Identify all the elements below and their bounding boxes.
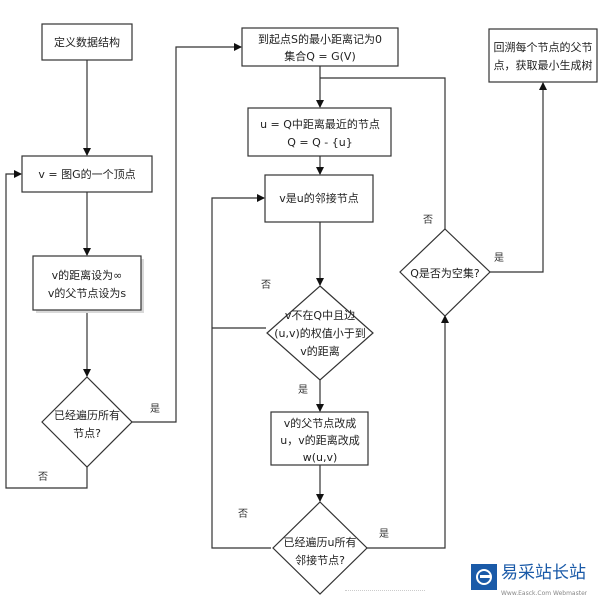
node-text: v = 图G的一个顶点 [38, 167, 135, 181]
node-all-neighbors: 已经遍历u所有 邻接节点? [272, 501, 368, 595]
node-relax-update: v的父节点改成 u，v的距离改成 w(u,v) [270, 411, 369, 466]
node-text: v的父节点改成 [284, 416, 357, 430]
edge-allneighbors-yes [367, 315, 449, 549]
node-text: 邻接节点? [295, 554, 345, 567]
label-qempty-no: 否 [423, 214, 433, 226]
node-text: v的父节点设为s [48, 286, 127, 300]
edge-allneighbors-no-loop [211, 194, 271, 549]
node-text: 集合Q = G(V) [284, 49, 356, 63]
node-text: v的距离 [300, 344, 340, 358]
node-text: (u,v)的权值小于到 [274, 326, 366, 340]
node-q-empty: Q是否为空集? [399, 228, 491, 317]
node-text: Q是否为空集? [410, 266, 480, 280]
node-init-source: 到起点S的最小距离记为0 集合Q = G(V) [241, 27, 399, 67]
node-extract-min: u = Q中距离最近的节点 Q = Q - {u} [247, 107, 392, 157]
node-text: v是u的邻接节点 [279, 191, 358, 205]
label-allvisited-yes: 是 [150, 403, 160, 415]
edge-allvisited-yes [132, 43, 242, 423]
node-text: 点，获取最小生成树 [494, 58, 593, 72]
node-all-visited: 已经遍历所有 节点? [41, 376, 133, 468]
label-allvisited-no: 否 [38, 471, 48, 483]
logo-icon [471, 564, 497, 590]
edge-qempty-no [320, 77, 446, 229]
logo-subtitle: Www.Easck.Com Webmaster [501, 590, 588, 597]
label-allneighbors-no: 否 [238, 508, 248, 520]
logo-brand: 易采站长站 [501, 563, 586, 583]
label-allneighbors-yes: 是 [379, 528, 389, 540]
node-text: 回溯每个节点的父节 [494, 40, 593, 54]
node-text: Q = Q - {u} [287, 136, 352, 149]
label-relax-yes: 是 [298, 384, 308, 396]
node-text: w(u,v) [303, 451, 338, 464]
node-pick-vertex: v = 图G的一个顶点 [21, 155, 153, 193]
node-text: 定义数据结构 [54, 35, 120, 49]
edge-qempty-yes [490, 82, 547, 273]
node-text: 已经遍历u所有 [284, 535, 357, 549]
node-text: 到起点S的最小距离记为0 [258, 32, 382, 46]
label-relax-no: 否 [261, 279, 271, 291]
node-text: v的距离设为∞ [52, 268, 123, 282]
node-define-struct: 定义数据结构 [41, 23, 133, 61]
edges [5, 43, 547, 549]
label-qempty-yes: 是 [494, 252, 504, 264]
node-text: u = Q中距离最近的节点 [260, 117, 380, 131]
edge-allvisited-no-loop [5, 170, 88, 489]
node-text: 已经遍历所有 [54, 408, 120, 422]
node-text: u，v的距离改成 [280, 433, 359, 447]
node-text: 节点? [73, 427, 101, 440]
node-init-vertex: v的距离设为∞ v的父节点设为s [32, 255, 144, 313]
node-relax-check: v不在Q中且边 (u,v)的权值小于到 v的距离 [266, 285, 374, 381]
watermark-logo: 易采站长站 Www.Easck.Com Webmaster [471, 562, 603, 601]
node-text: v不在Q中且边 [285, 309, 355, 322]
node-result: 回溯每个节点的父节 点，获取最小生成树 [488, 28, 598, 83]
faint-watermark-line [345, 590, 425, 594]
node-neighbor: v是u的邻接节点 [264, 174, 374, 223]
